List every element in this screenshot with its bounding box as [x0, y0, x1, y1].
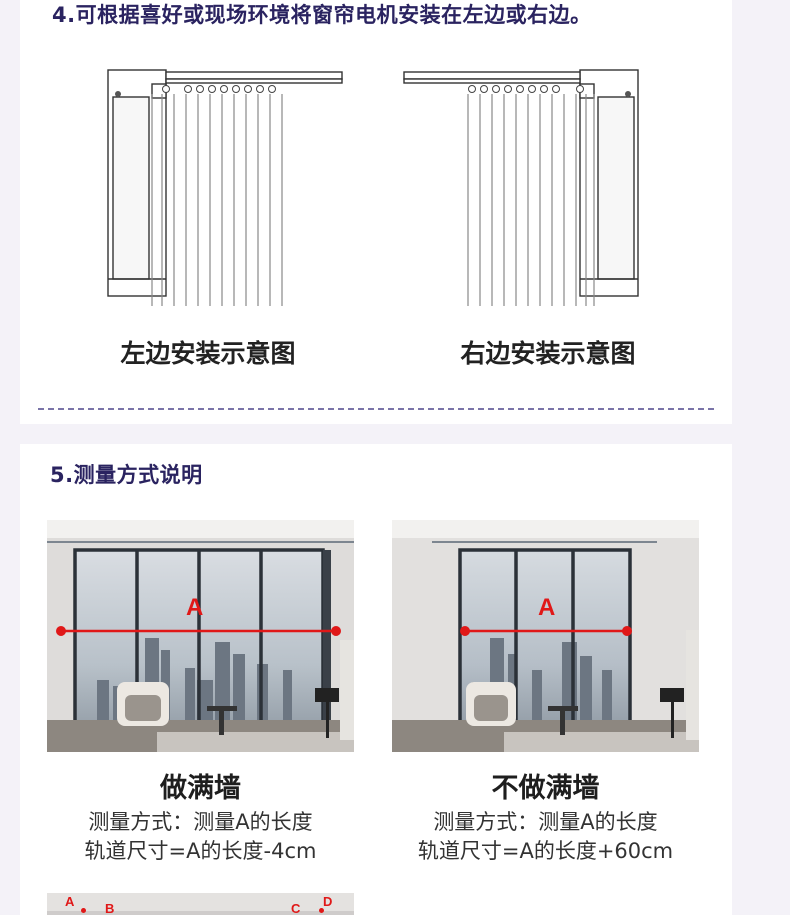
right-install-caption: 右边安装示意图	[460, 339, 636, 368]
full-wall-label: 做满墙	[160, 773, 241, 804]
left-install-diagram	[107, 69, 343, 306]
third-photo-marker-c: C	[291, 901, 301, 915]
not-full-wall-measure-line	[460, 626, 632, 636]
full-wall-track-size: 轨道尺寸=A的长度-4cm	[84, 839, 317, 863]
not-full-wall-photo	[392, 520, 699, 752]
not-full-wall-track-size: 轨道尺寸=A的长度+60cm	[417, 839, 674, 863]
full-wall-photo	[47, 520, 354, 752]
right-install-diagram	[403, 69, 639, 306]
section-5-title: 5.测量方式说明	[50, 463, 203, 487]
full-wall-measure-method: 测量方式：测量A的长度	[88, 810, 313, 834]
third-photo-marker-a: A	[65, 894, 75, 909]
full-wall-marker-a: A	[186, 594, 204, 621]
not-full-wall-marker-a: A	[538, 594, 556, 621]
not-full-wall-label: 不做满墙	[491, 773, 600, 804]
third-measure-photo: A B C D	[47, 893, 354, 915]
third-photo-marker-d: D	[323, 894, 333, 909]
section-4-title: 4.可根据喜好或现场环境将窗帘电机安装在左边或右边。	[52, 3, 592, 27]
third-photo-dot-a	[81, 908, 86, 913]
third-photo-dot-d	[319, 908, 324, 913]
section-divider	[38, 408, 714, 410]
third-photo-marker-b: B	[105, 901, 115, 915]
left-install-caption: 左边安装示意图	[120, 339, 296, 368]
not-full-wall-measure-method: 测量方式：测量A的长度	[433, 810, 658, 834]
full-wall-measure-line	[56, 626, 341, 636]
